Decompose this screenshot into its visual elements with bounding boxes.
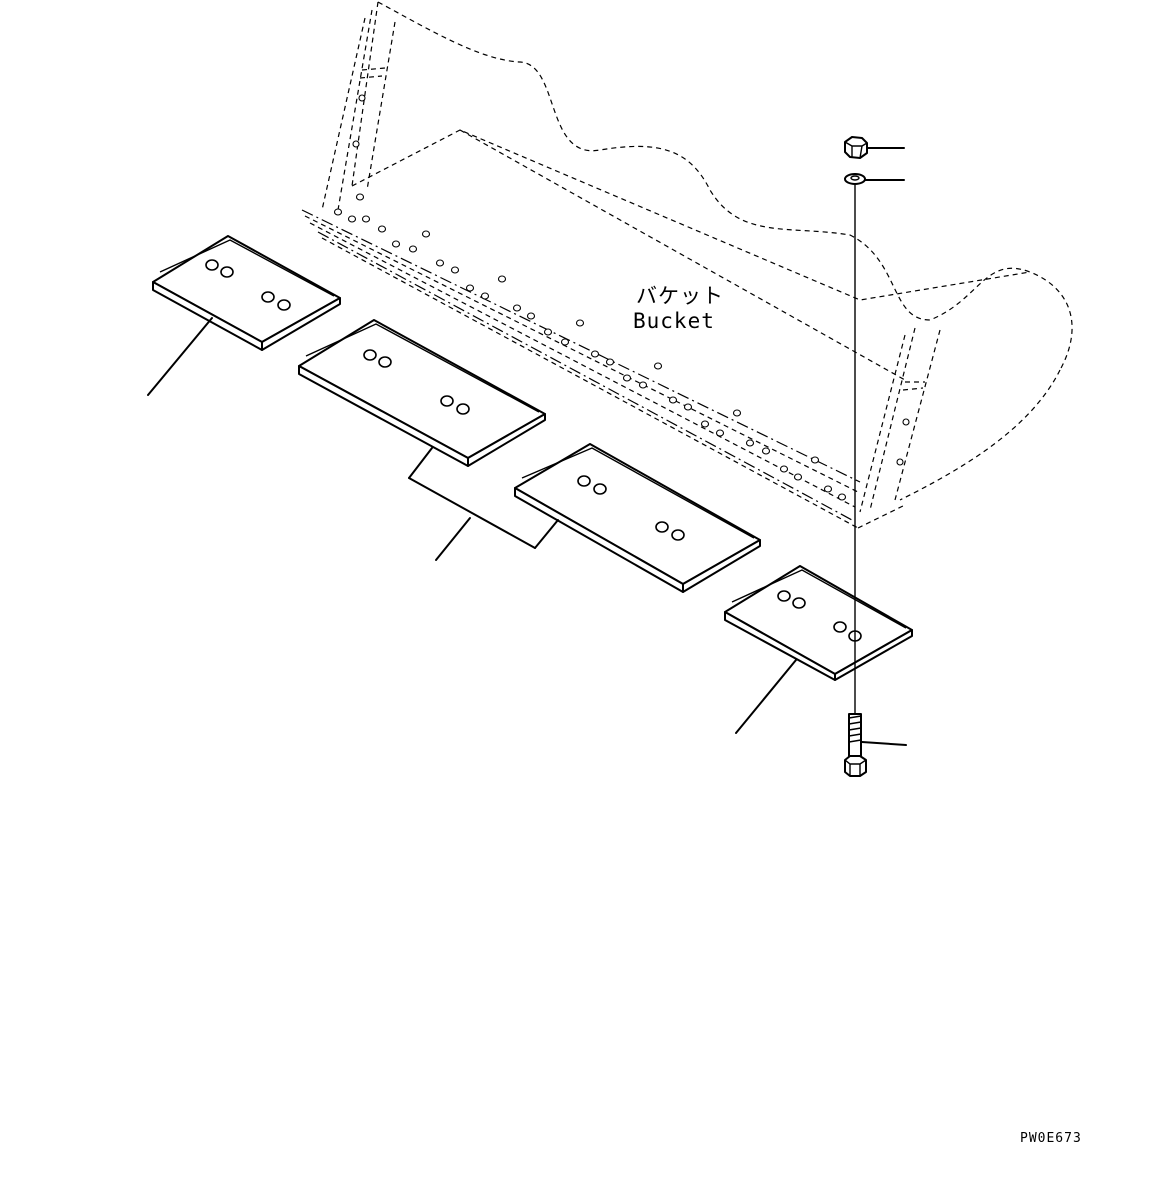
figure-code: PW0E673 — [1020, 1131, 1082, 1146]
cutting-edge-plate-middle-2 — [514, 443, 761, 593]
bucket-outline — [301, 1, 1073, 529]
cutting-edge-plate-middle-1 — [298, 319, 546, 467]
bolt-icon — [844, 713, 867, 777]
bucket-label-jp: バケット — [636, 284, 724, 308]
bucket-label-en: Bucket — [633, 309, 715, 333]
leader-lines — [147, 147, 907, 746]
cutting-edge-plate-right-end — [724, 565, 913, 681]
cutting-edge-plate-left-end — [152, 235, 341, 351]
nut-icon — [844, 136, 868, 159]
washer-icon — [844, 173, 866, 185]
bucket-holes — [333, 94, 910, 501]
